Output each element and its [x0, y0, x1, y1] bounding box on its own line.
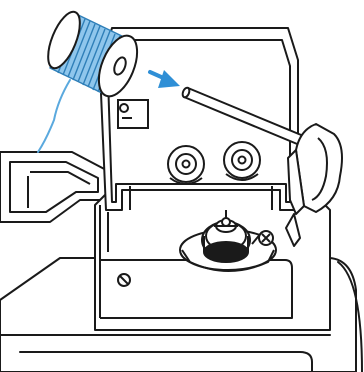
plate-screw	[118, 274, 130, 286]
left-bracket	[0, 152, 110, 222]
thread-line	[38, 80, 70, 152]
